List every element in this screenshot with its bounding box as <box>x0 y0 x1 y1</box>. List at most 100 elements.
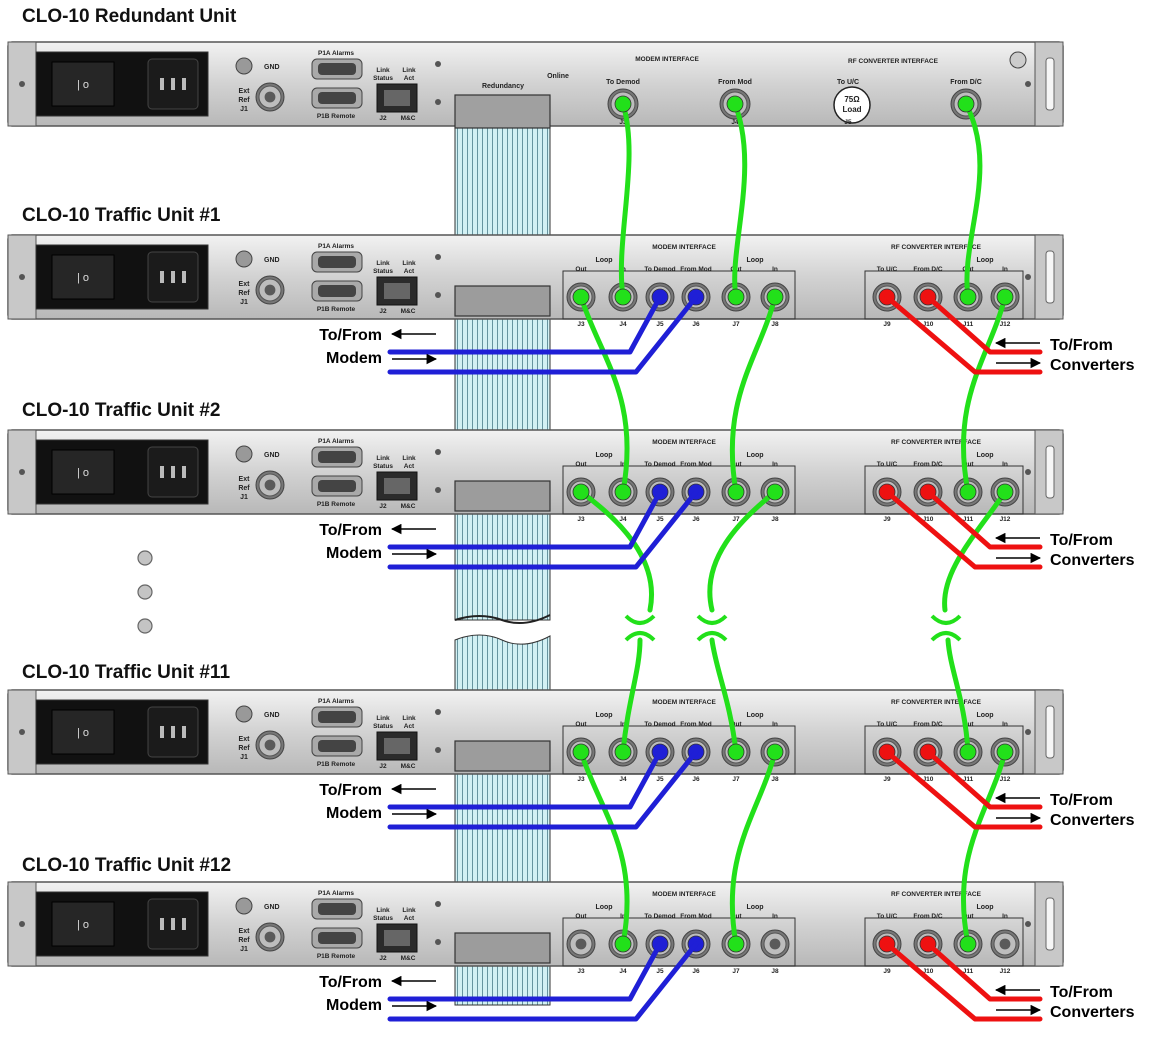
port-jack-label: J7 <box>732 516 740 523</box>
screw <box>1025 81 1031 87</box>
dsub-shell <box>318 285 356 297</box>
p1b-label: P1B Remote <box>317 501 356 508</box>
gnd-label: GND <box>264 64 280 71</box>
mc-label: M&C <box>401 955 416 962</box>
from-dc-label: From D/C <box>950 79 982 86</box>
loop-label: Loop <box>976 712 993 719</box>
ext-ref-label: Ref <box>238 97 250 104</box>
inlet-pin <box>171 78 175 90</box>
bnc-pin <box>1000 939 1011 950</box>
j2-label: J2 <box>379 955 387 962</box>
bnc-pin <box>576 939 587 950</box>
screw <box>1025 274 1031 280</box>
dsub-shell <box>318 92 356 104</box>
green-cable-end <box>573 289 589 305</box>
inlet-pin <box>171 271 175 283</box>
mc-label: M&C <box>401 763 416 770</box>
ribbon-cable-upper <box>455 95 550 620</box>
gnd-label: GND <box>264 712 280 719</box>
port-header: From D/C <box>913 721 943 728</box>
ribbon-connector <box>455 95 550 128</box>
p1a-label: P1A Alarms <box>318 890 354 897</box>
green-cable-end <box>960 744 976 760</box>
rj45-inner <box>384 283 410 299</box>
screw <box>435 747 441 753</box>
converters-label: To/From <box>1050 337 1113 354</box>
mc-label: M&C <box>401 503 416 510</box>
screw <box>19 469 25 475</box>
green-cable-end <box>728 484 744 500</box>
port-jack-label: J5 <box>656 776 664 783</box>
p1b-label: P1B Remote <box>317 113 356 120</box>
green-cable-end <box>958 96 974 112</box>
green-cable-end <box>615 936 631 952</box>
p1a-label: P1A Alarms <box>318 50 354 57</box>
unit-title-traffic-12: CLO-10 Traffic Unit #12 <box>22 855 231 877</box>
unit-title-traffic-11: CLO-10 Traffic Unit #11 <box>22 662 230 684</box>
screw <box>435 487 441 493</box>
rj45-inner <box>384 738 410 754</box>
port-jack-label: J12 <box>1000 516 1011 523</box>
green-cable-end <box>615 289 631 305</box>
ellipsis-dot <box>138 619 152 633</box>
gnd-post <box>236 706 252 722</box>
link-act-label: Act <box>404 915 415 922</box>
green-cable-end <box>997 484 1013 500</box>
port-header: In <box>772 913 778 920</box>
port-jack-label: J8 <box>771 776 779 783</box>
ribbon-connector <box>455 286 550 316</box>
p1b-label: P1B Remote <box>317 761 356 768</box>
link-act-label: Link <box>402 455 416 462</box>
green-cable-end <box>960 484 976 500</box>
screw <box>435 99 441 105</box>
ellipsis-dot <box>138 585 152 599</box>
loop-label: Loop <box>595 904 612 911</box>
port-jack-label: J6 <box>692 968 700 975</box>
inlet-pin <box>160 918 164 930</box>
unit-title-traffic-1: CLO-10 Traffic Unit #1 <box>22 205 221 227</box>
switch-glyph: | o <box>77 272 89 284</box>
screw <box>19 921 25 927</box>
port-jack-label: J9 <box>883 776 891 783</box>
screw <box>19 729 25 735</box>
port-jack-label: J3 <box>577 776 585 783</box>
green-cable-end <box>727 96 743 112</box>
bnc-pin <box>770 939 781 950</box>
modem-label: Modem <box>326 545 382 562</box>
green-cable-end <box>615 484 631 500</box>
ext-ref-label: Ext <box>239 281 251 288</box>
port-header: To Demod <box>644 913 675 920</box>
unit-title-traffic-2: CLO-10 Traffic Unit #2 <box>22 400 221 422</box>
mc-label: M&C <box>401 115 416 122</box>
modem-label: Modem <box>326 350 382 367</box>
rack-handle <box>1046 706 1054 758</box>
port-header: In <box>772 461 778 468</box>
screw <box>435 939 441 945</box>
screw <box>19 81 25 87</box>
gnd-label: GND <box>264 904 280 911</box>
port-header: From D/C <box>913 266 943 273</box>
cable-break-mark <box>698 616 726 623</box>
port-jack-label: J9 <box>883 321 891 328</box>
green-cable-end <box>615 96 631 112</box>
link-status-label: Status <box>373 915 393 922</box>
rf-interface-label: RF CONVERTER INTERFACE <box>891 439 982 446</box>
dsub-shell <box>318 903 356 915</box>
modem-interface-label: MODEM INTERFACE <box>635 56 699 63</box>
switch-glyph: | o <box>77 467 89 479</box>
gnd-post <box>236 446 252 462</box>
dsub-shell <box>318 256 356 268</box>
port-jack-label: J4 <box>619 321 627 328</box>
j2-label: J2 <box>379 503 387 510</box>
link-status-label: Link <box>376 260 390 267</box>
bnc-pin <box>265 480 276 491</box>
green-cable-end <box>997 289 1013 305</box>
port-jack-label: J5 <box>656 321 664 328</box>
rj45-inner <box>384 930 410 946</box>
inlet-pin <box>171 466 175 478</box>
rack-handle <box>1046 251 1054 303</box>
port-jack-label: J7 <box>732 321 740 328</box>
modem-interface-label: MODEM INTERFACE <box>652 244 716 251</box>
